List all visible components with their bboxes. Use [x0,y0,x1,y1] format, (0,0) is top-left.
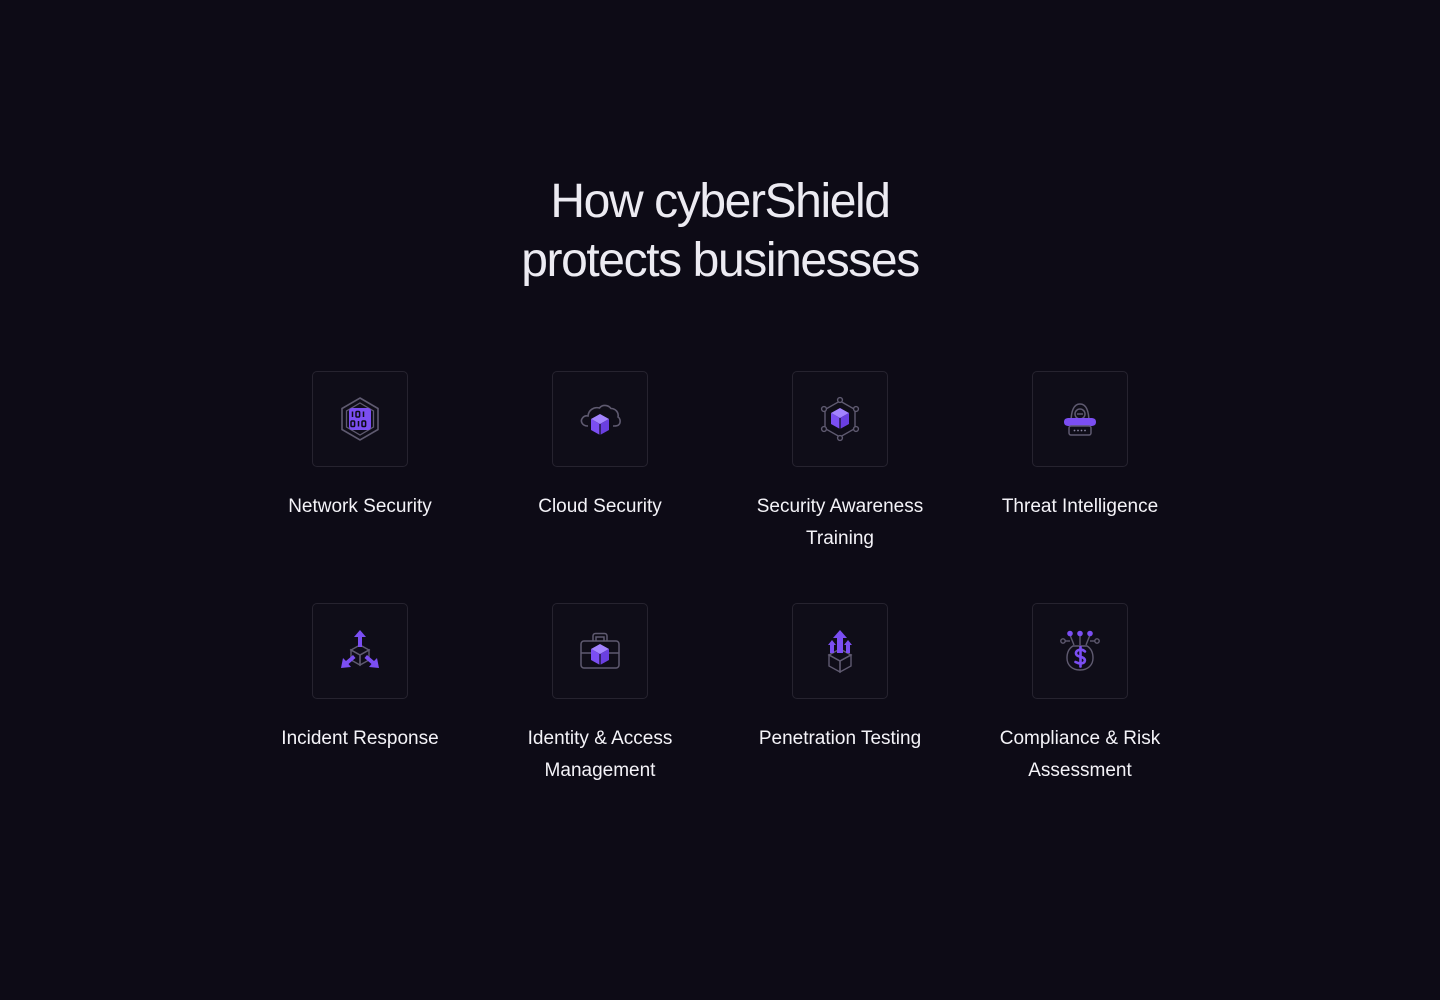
heading-line-2: protects businesses [521,234,920,287]
service-card-incident-response[interactable]: Incident Response [240,603,480,749]
service-card-penetration-testing[interactable]: Penetration Testing [720,603,960,749]
service-label: Penetration Testing [758,728,922,749]
service-label: Incident Response [281,728,439,749]
binary-hexagon-icon [312,371,408,467]
service-card-identity-access-management[interactable]: Identity & Access Management [480,603,720,781]
briefcase-cube-icon [552,603,648,699]
service-card-compliance-risk-assessment[interactable]: Compliance & Risk Assessment [960,603,1200,781]
service-card-cloud-security[interactable]: Cloud Security [480,371,720,517]
service-card-threat-intelligence[interactable]: Threat Intelligence [960,371,1200,517]
service-label: Identity & Access Management [527,728,673,781]
cube-arrows-icon [312,603,408,699]
service-card-security-awareness-training[interactable]: Security Awareness Training [720,371,960,549]
service-label: Network Security [288,496,432,517]
section-heading: How cyberShield protects businesses [0,172,1440,290]
dollar-bag-icon [1032,603,1128,699]
service-label: Compliance & Risk Assessment [999,728,1161,781]
services-grid: Network Security Cloud Security [240,371,1200,781]
service-label: Security Awareness Training [756,496,924,549]
box-upload-icon [792,603,888,699]
service-card-network-security[interactable]: Network Security [240,371,480,517]
heading-line-1: How cyberShield [550,175,891,228]
network-cube-icon [792,371,888,467]
service-label: Cloud Security [538,496,662,517]
service-label: Threat Intelligence [1001,496,1159,517]
hacker-laptop-icon [1032,371,1128,467]
cloud-cube-icon [552,371,648,467]
